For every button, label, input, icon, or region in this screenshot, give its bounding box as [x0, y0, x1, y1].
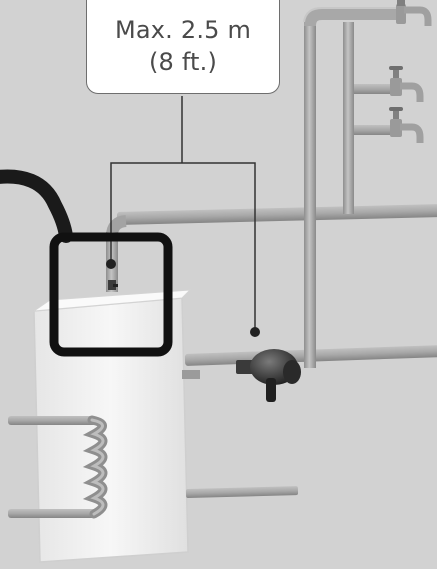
distribution-pipe — [343, 22, 394, 214]
faucet-icon — [389, 66, 424, 102]
callout-line-1: Max. 2.5 m — [114, 16, 252, 44]
upper-horizontal-pipe — [106, 204, 437, 292]
heating-coil-icon — [8, 415, 108, 519]
highlight-frame — [49, 232, 173, 357]
pump-icon — [236, 349, 301, 402]
sensor-icon — [108, 280, 118, 290]
flexible-hose — [0, 169, 73, 243]
tank-outlet-lower — [185, 486, 299, 498]
faucet-icon — [389, 107, 424, 143]
tank-outlet-upper — [182, 370, 200, 379]
faucet-icon — [396, 0, 432, 26]
measure-point-end — [250, 327, 260, 337]
hot-water-tank — [32, 289, 192, 563]
callout-line-2: (8 ft.) — [148, 48, 218, 76]
distance-callout: Max. 2.5 m (8 ft.) — [86, 0, 280, 94]
measure-point-start — [106, 259, 116, 269]
leader-lines — [110, 96, 256, 330]
riser-pipe — [303, 7, 404, 368]
